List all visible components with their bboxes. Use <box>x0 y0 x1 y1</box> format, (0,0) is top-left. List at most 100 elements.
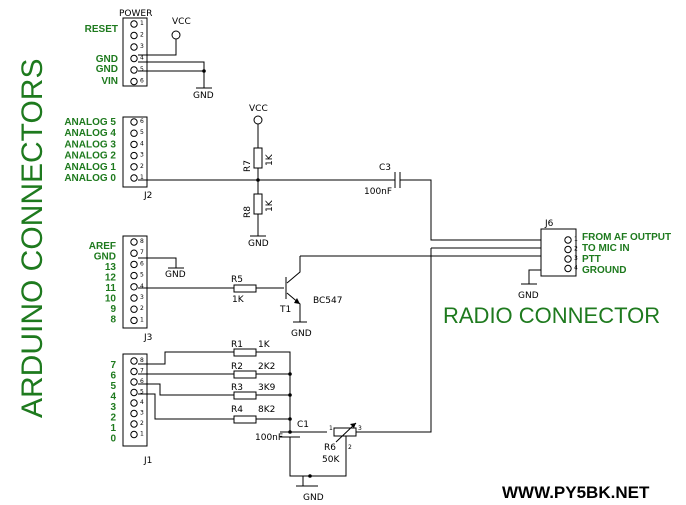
power-connector-name: POWER <box>119 9 152 19</box>
j2-pin <box>130 151 138 160</box>
r2-name: R2 <box>231 362 243 372</box>
c1-value: 100nF <box>255 433 283 443</box>
resistor-r5 <box>233 284 257 293</box>
j2-pin <box>130 129 138 137</box>
j6-pin-label: TO MIC IN <box>582 243 630 254</box>
j2-pin-number: 4 <box>140 140 144 147</box>
power-pin <box>130 66 138 74</box>
j3-pin-number: 4 <box>140 283 144 290</box>
j2-pin-label: ANALOG 3 <box>64 139 116 150</box>
power-pin-number: 6 <box>140 78 144 85</box>
j2-pin <box>130 163 138 171</box>
power-pin-label: GND <box>96 54 118 65</box>
r6-pin3: 3 <box>358 425 362 432</box>
j1-pin-label: 0 <box>110 434 116 445</box>
vcc-label-r7: VCC <box>249 104 268 114</box>
j1-pin-label: 3 <box>110 402 116 413</box>
j6-pin-number: 1 <box>574 236 578 243</box>
j1-pin-number: 5 <box>140 389 144 396</box>
j1-pin <box>130 388 138 397</box>
c3-value: 100nF <box>364 187 392 197</box>
potentiometer-r6 <box>333 422 357 450</box>
j2-pin-label: ANALOG 2 <box>64 151 116 162</box>
j3-pin-number: 5 <box>140 272 144 279</box>
j3-pin-label: 13 <box>105 262 117 273</box>
j6-name: J6 <box>544 219 554 229</box>
j2-pin-number: 3 <box>140 152 144 159</box>
gnd-label-r8: GND <box>248 239 269 249</box>
j1-pin <box>130 378 138 386</box>
j3-pin-label: 9 <box>110 304 116 315</box>
gnd-label-j6: GND <box>518 291 539 301</box>
r2-value: 2K2 <box>258 362 275 372</box>
power-pin <box>130 54 138 63</box>
j1-pin-number: 6 <box>140 378 144 385</box>
resistor-r4 <box>233 415 257 424</box>
j1-pin-number: 3 <box>140 410 144 417</box>
r8-value: 1K <box>265 199 275 212</box>
j1-pin <box>130 430 138 439</box>
j2-pin-number: 6 <box>140 118 144 125</box>
vcc-symbol-r7: VCC <box>249 104 268 125</box>
j2-pin-number: 5 <box>140 129 144 136</box>
j1-pin-number: 8 <box>140 357 144 364</box>
vcc-symbol-power: VCC <box>171 17 191 40</box>
j6-pin-label: GROUND <box>582 265 626 276</box>
j3-pin-label: 10 <box>105 294 117 305</box>
j2-name: J2 <box>143 191 152 201</box>
j1-pin-number: 4 <box>140 399 144 406</box>
j6-pin-number: 3 <box>574 255 578 262</box>
j1-pin <box>130 367 138 376</box>
j6-pin <box>564 264 572 273</box>
j3-pin-label: 11 <box>105 283 116 294</box>
j2-pin-label: ANALOG 4 <box>64 128 116 139</box>
j1-pin-label: 4 <box>110 392 116 403</box>
j3-pin-number: 7 <box>140 249 144 256</box>
j3-pin-number: 6 <box>140 260 144 267</box>
j2-pin <box>130 118 138 126</box>
j3-pin-number: 1 <box>140 316 144 323</box>
r3-value: 3K9 <box>258 383 276 393</box>
power-pin <box>130 31 138 40</box>
j1-pin <box>130 420 138 428</box>
j3-pin-label: 8 <box>110 315 116 326</box>
j1-pin <box>130 409 138 418</box>
power-pin-number: 2 <box>140 32 144 39</box>
j3-pin <box>130 249 138 257</box>
j2-pin-label: ANALOG 0 <box>64 173 116 184</box>
t1-name: T1 <box>279 305 291 315</box>
power-pin <box>130 77 138 86</box>
power-pin <box>130 20 138 28</box>
j3-pin <box>130 283 138 291</box>
power-pin <box>130 43 138 51</box>
power-pin-label: RESET <box>85 24 118 35</box>
gnd-label-c1: GND <box>303 493 324 503</box>
r6-name: R6 <box>324 443 336 453</box>
j1-pin-label: 2 <box>110 413 116 424</box>
j2-pin-number: 1 <box>140 174 144 181</box>
j6-pin-number: 4 <box>574 265 578 272</box>
j2-pin <box>130 174 138 182</box>
t1-value: BC547 <box>313 296 342 306</box>
j3-pin <box>130 238 138 246</box>
r7-name: R7 <box>243 160 253 172</box>
j1-pin-number: 1 <box>140 431 144 438</box>
power-pin-number: 5 <box>140 66 144 73</box>
website-label: WWW.PY5BK.NET <box>502 483 650 502</box>
j1-pin-label: 7 <box>110 360 116 371</box>
r5-value: 1K <box>232 295 245 305</box>
j3-pin <box>130 294 138 302</box>
vcc-label-power: VCC <box>172 17 191 27</box>
j1-pin-number: 2 <box>140 420 144 427</box>
r6-value: 50K <box>322 455 340 465</box>
j2-pin-label: ANALOG 5 <box>64 117 116 128</box>
j2-pin <box>130 140 138 149</box>
r8-name: R8 <box>243 206 253 218</box>
c1-name: C1 <box>297 420 309 430</box>
j1-pin-label: 6 <box>110 371 116 382</box>
j6-pin-number: 2 <box>574 246 578 253</box>
